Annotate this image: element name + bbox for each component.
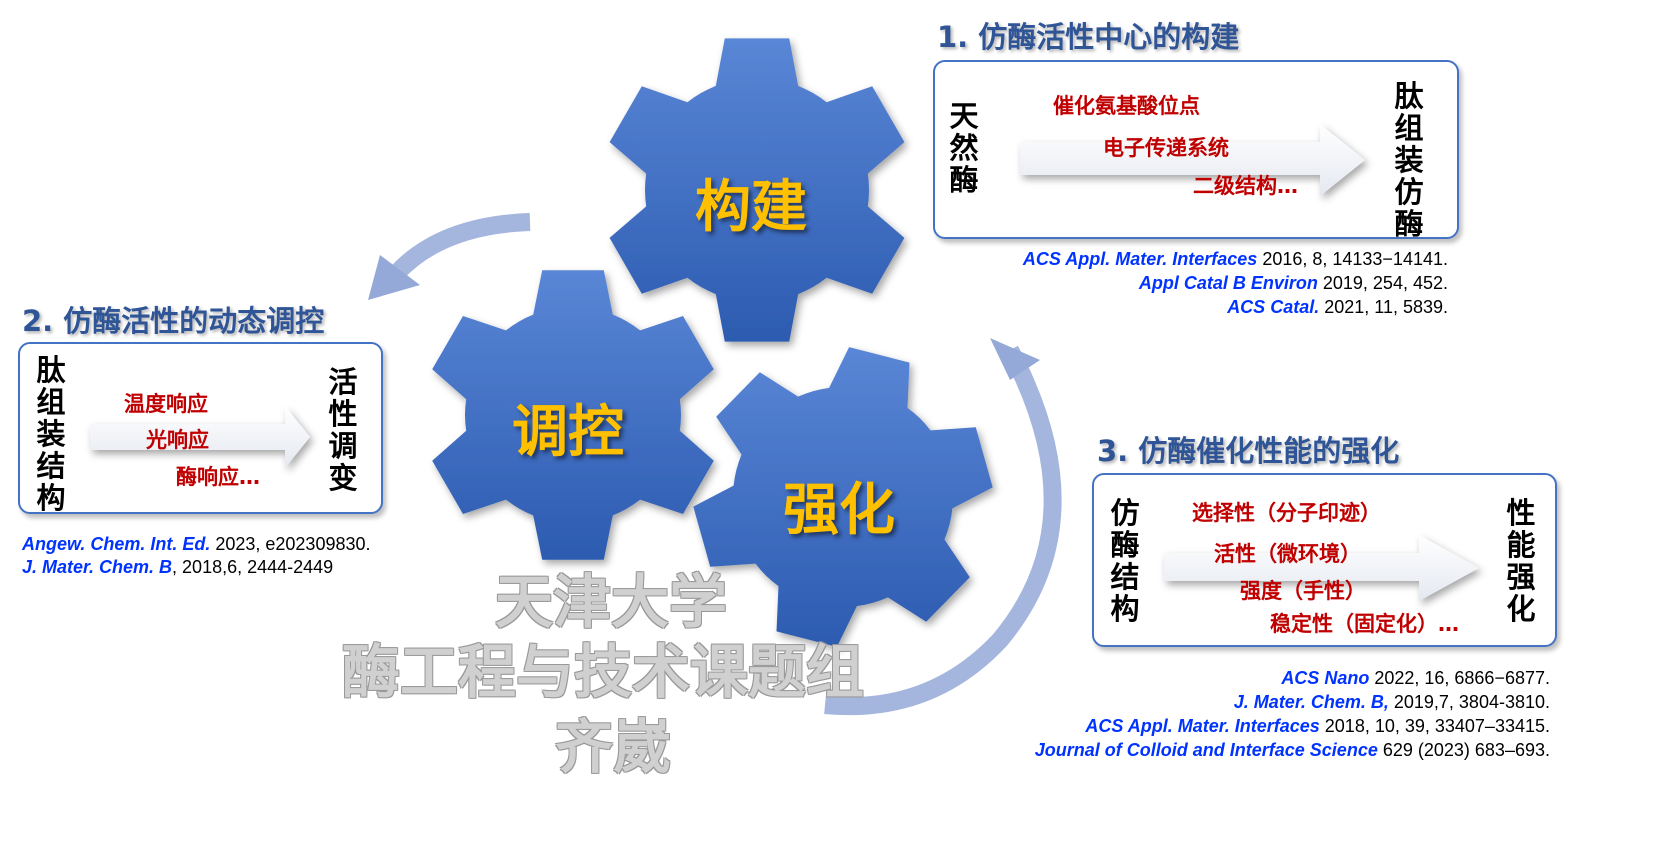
section2-target: 活性调变 [328, 365, 358, 495]
section1-arrow [1020, 124, 1365, 196]
section3-ref: ACS Nano 2022, 16, 6866−6877. [1281, 668, 1550, 688]
section1-title: 1. 仿酶活性中心的构建 [937, 20, 1240, 54]
section2-source: 肽组装结构 [36, 353, 66, 515]
section3-arrow [1164, 535, 1479, 601]
section3-ref: J. Mater. Chem. B, 2019,7, 3804-3810. [1233, 692, 1550, 712]
section3-source: 仿酶结构 [1110, 496, 1140, 626]
section2-title: 2. 仿酶活性的动态调控 [22, 304, 325, 338]
section3-ref: Journal of Colloid and Interface Science… [1034, 740, 1550, 760]
gear-label-build: 构建 [695, 175, 807, 240]
section3-item: 稳定性（固定化）… [1270, 612, 1459, 636]
section3-item: 活性（微环境） [1214, 542, 1361, 566]
gear-label-enhance: 强化 [783, 478, 895, 543]
section2-ref: J. Mater. Chem. B, 2018,6, 2444-2449 [22, 557, 334, 577]
section2-box: 肽组装结构 活性调变 温度响应 光响应 酶响应… [18, 342, 383, 514]
section1-target: 肽组装仿酶 [1394, 79, 1424, 241]
section3-target: 性能强化 [1506, 496, 1536, 626]
section2-item: 酶响应… [176, 465, 260, 489]
section2-item: 温度响应 [124, 392, 208, 416]
section2-ref: Angew. Chem. Int. Ed. 2023, e202309830. [22, 534, 371, 554]
section3-title: 3. 仿酶催化性能的强化 [1097, 434, 1400, 468]
gear-enhance-icon [693, 347, 993, 647]
section2-arrow [90, 406, 310, 468]
gear-label-regulate: 调控 [512, 400, 624, 465]
gear-build-icon [609, 38, 905, 342]
watermark-group: 酶工程与技术课题组 [342, 638, 865, 706]
section3-item: 强度（手性） [1240, 579, 1366, 603]
section1-item: 二级结构… [1193, 174, 1298, 198]
watermark-university: 天津大学 [495, 568, 728, 636]
cycle-arrowhead-right [990, 338, 1040, 380]
section2-item: 光响应 [146, 428, 209, 452]
section1-ref: Appl Catal B Environ 2019, 254, 452. [1138, 273, 1448, 293]
cycle-arrow-right [824, 345, 1062, 716]
section3-box: 仿酶结构 性能强化 选择性（分子印迹） 活性（微环境） 强度（手性） 稳定性（固… [1092, 473, 1557, 647]
section3-ref: ACS Appl. Mater. Interfaces 2018, 10, 39… [1085, 716, 1550, 736]
gear-regulate-icon [432, 270, 714, 560]
cycle-arrowhead-top [368, 255, 420, 300]
section1-item: 电子传递系统 [1103, 136, 1229, 160]
section1-ref: ACS Appl. Mater. Interfaces 2016, 8, 141… [1022, 249, 1448, 269]
watermark-name: 齐崴 [555, 713, 672, 781]
cycle-arrow-top [388, 213, 531, 282]
section1-box: 天然酶 肽组装仿酶 催化氨基酸位点 电子传递系统 二级结构… [933, 60, 1459, 241]
section1-item: 催化氨基酸位点 [1053, 94, 1200, 118]
section3-item: 选择性（分子印迹） [1192, 501, 1381, 525]
section1-source: 天然酶 [949, 99, 979, 197]
section1-ref: ACS Catal. 2021, 11, 5839. [1227, 297, 1448, 317]
